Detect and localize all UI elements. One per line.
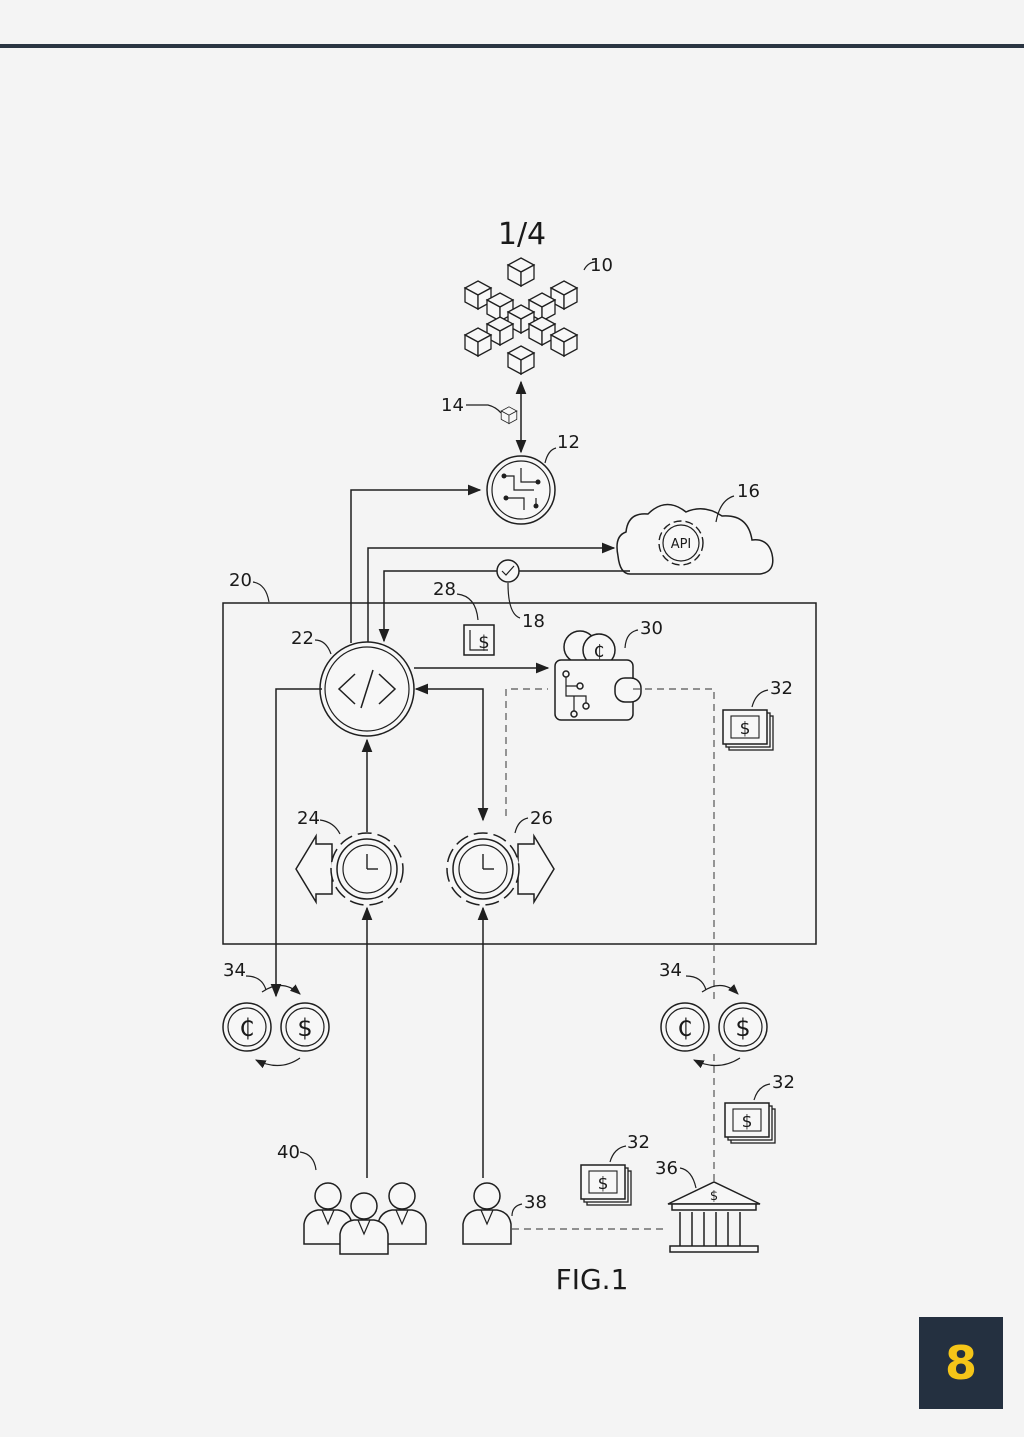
token-icon: $ <box>463 624 495 656</box>
leader-10 <box>583 261 597 271</box>
leader-32a <box>751 689 769 708</box>
page-number-badge: 8 <box>919 1317 1003 1409</box>
user-icon <box>462 1182 512 1245</box>
cloud-api-icon: API <box>616 503 774 575</box>
wallet-to-exchange-dashed <box>633 688 715 1000</box>
exchange-left-top-arrow <box>261 984 301 995</box>
ref-32a: 32 <box>770 678 793 699</box>
leader-20 <box>252 581 270 603</box>
wallet-icon: ₵ <box>554 630 642 721</box>
ref-32c: 32 <box>627 1132 650 1153</box>
contract-to-node-line <box>350 484 482 643</box>
leader-18 <box>507 582 521 619</box>
exchange-right-coins-icon: ₵ $ <box>660 1002 768 1069</box>
page-number: 8 <box>944 1336 977 1390</box>
ref-34b: 34 <box>659 960 682 981</box>
money-stack-icon <box>722 709 774 751</box>
bank-icon: $ <box>667 1181 761 1253</box>
svg-text:$: $ <box>710 1189 718 1204</box>
exchange-left-coins-icon: ₵ $ <box>222 1002 330 1069</box>
ref-22: 22 <box>291 628 314 649</box>
cloud-to-contract-line <box>384 570 630 641</box>
process-right-wallet-dashed <box>505 688 548 816</box>
leader-28 <box>456 593 479 621</box>
platform-box <box>222 602 817 945</box>
sheet-title: 1/4 <box>498 217 546 252</box>
svg-text:₵: ₵ <box>239 1014 254 1042</box>
blockchain-cluster <box>464 257 578 375</box>
ref-38: 38 <box>524 1192 547 1213</box>
leader-32c <box>609 1145 627 1163</box>
leader-36 <box>679 1167 697 1189</box>
exchange-right-top-arrow <box>701 984 739 995</box>
verification-check-icon <box>496 559 520 583</box>
ref-14: 14 <box>441 395 464 416</box>
leader-24 <box>319 819 341 835</box>
svg-text:$: $ <box>478 632 489 653</box>
process-right-gear-icon <box>446 832 555 906</box>
top-rule <box>0 44 1024 48</box>
ref-18: 18 <box>522 611 545 632</box>
process-left-gear-icon <box>295 832 404 906</box>
figure-label: FIG.1 <box>556 1263 629 1296</box>
ref-30: 30 <box>640 618 663 639</box>
svg-text:₵: ₵ <box>677 1014 692 1042</box>
ref-36: 36 <box>655 1158 678 1179</box>
smart-contract-icon <box>319 641 415 737</box>
leader-14 <box>466 404 502 414</box>
ref-20: 20 <box>229 570 252 591</box>
user-group-icon <box>303 1182 427 1255</box>
leader-30 <box>624 629 639 649</box>
leader-34b <box>685 975 707 991</box>
money-stack-icon <box>580 1164 632 1206</box>
leader-26 <box>514 817 529 834</box>
ref-28: 28 <box>433 579 456 600</box>
leader-38 <box>511 1203 523 1217</box>
ref-24: 24 <box>297 808 320 829</box>
ref-26: 26 <box>530 808 553 829</box>
ref-16: 16 <box>737 481 760 502</box>
leader-12 <box>544 447 557 464</box>
leader-22 <box>314 639 332 655</box>
ref-32b: 32 <box>772 1072 795 1093</box>
svg-text:$: $ <box>735 1014 750 1042</box>
contract-to-cloud-line <box>367 542 616 643</box>
ref-10: 10 <box>590 255 613 276</box>
leader-34a <box>245 975 267 991</box>
ref-40: 40 <box>277 1142 300 1163</box>
process-right-contract-line <box>414 683 489 822</box>
svg-text:₵: ₵ <box>594 642 605 662</box>
leader-40 <box>299 1151 317 1171</box>
api-label: API <box>671 537 692 552</box>
node-icon <box>486 455 556 525</box>
contract-to-exchange-left <box>270 688 322 998</box>
svg-text:$: $ <box>297 1014 312 1042</box>
leader-16 <box>715 495 735 523</box>
money-stack-icon <box>724 1102 776 1144</box>
leader-32b <box>753 1083 771 1101</box>
ref-34a: 34 <box>223 960 246 981</box>
ref-12: 12 <box>557 432 580 453</box>
block-icon <box>500 406 518 424</box>
